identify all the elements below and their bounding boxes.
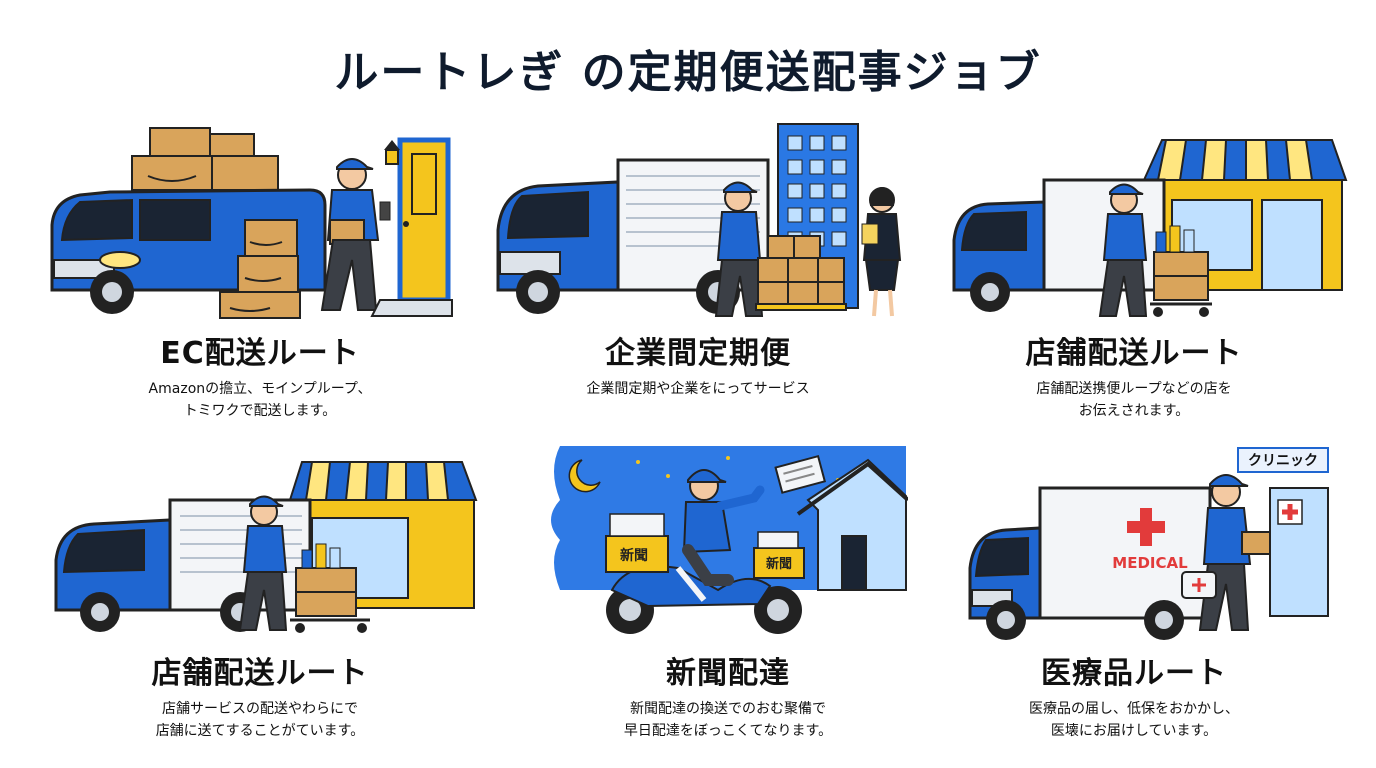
card-title: EC配送ルート [160,336,360,371]
card-store-delivery-bottom: 店舗配送ルート 店舗サービスの配送やわらにで 店舗に送てすることがています。 [40,450,480,742]
page-title: ルートレぎ の定期便送配事ジョブ [334,47,1042,98]
card-description: Amazonの擔立、モインプループ、 トミワクで配送します。 [148,381,372,419]
medical-label: MEDICAL [1112,554,1188,572]
card-description: 企業間定期や企業をにってサービス [586,381,810,397]
card-description: 医療品の届し、低保をおかかし、 医壊にお届けしています。 [1029,701,1239,739]
card-ec-delivery: EC配送ルート Amazonの擔立、モインプループ、 トミワクで配送します。 [40,120,480,422]
corporate-delivery-illustration [496,123,902,317]
medical-delivery-illustration: クリニック MEDICAL [968,447,1329,640]
card-title: 企業間定期便 [605,336,791,371]
card-description: 店舗配送携便ループなどの店を お伝えされます。 [1036,381,1232,419]
front-basket-label: 新聞 [766,556,792,572]
ec-delivery-illustration [50,127,453,319]
card-newspaper-delivery: 新聞 新聞 新聞配達 新聞配達の換送でのおむ聚備で 早日配達をぼっこくてなります… [508,440,948,742]
newspaper-delivery-illustration: 新聞 新聞 [551,446,908,634]
card-description: 店舗サービスの配送やわらにで 店舗に送てすることがています。 [155,701,365,739]
card-corporate-delivery: 企業間定期便 企業間定期や企業をにってサービス [478,120,918,400]
card-title: 店舗配送ルート [151,656,369,691]
card-store-delivery-top: 店舗配送ルート 店舗配送携便ループなどの店を お伝えされます。 [914,120,1354,422]
store-delivery-illustration [952,139,1348,317]
rear-basket-label: 新聞 [620,547,648,564]
card-title: 医療品ルート [1041,656,1227,691]
card-medical-delivery: クリニック MEDICAL 医療品ルート 医療品の届し、低保をおかか [914,444,1354,742]
store-delivery-illustration [54,461,478,633]
card-title: 新聞配達 [666,656,790,691]
clinic-sign: クリニック [1248,453,1318,469]
card-description: 新聞配達の換送でのおむ聚備で 早日配達をぼっこくてなります。 [623,701,833,739]
card-title: 店舗配送ルート [1025,336,1243,371]
